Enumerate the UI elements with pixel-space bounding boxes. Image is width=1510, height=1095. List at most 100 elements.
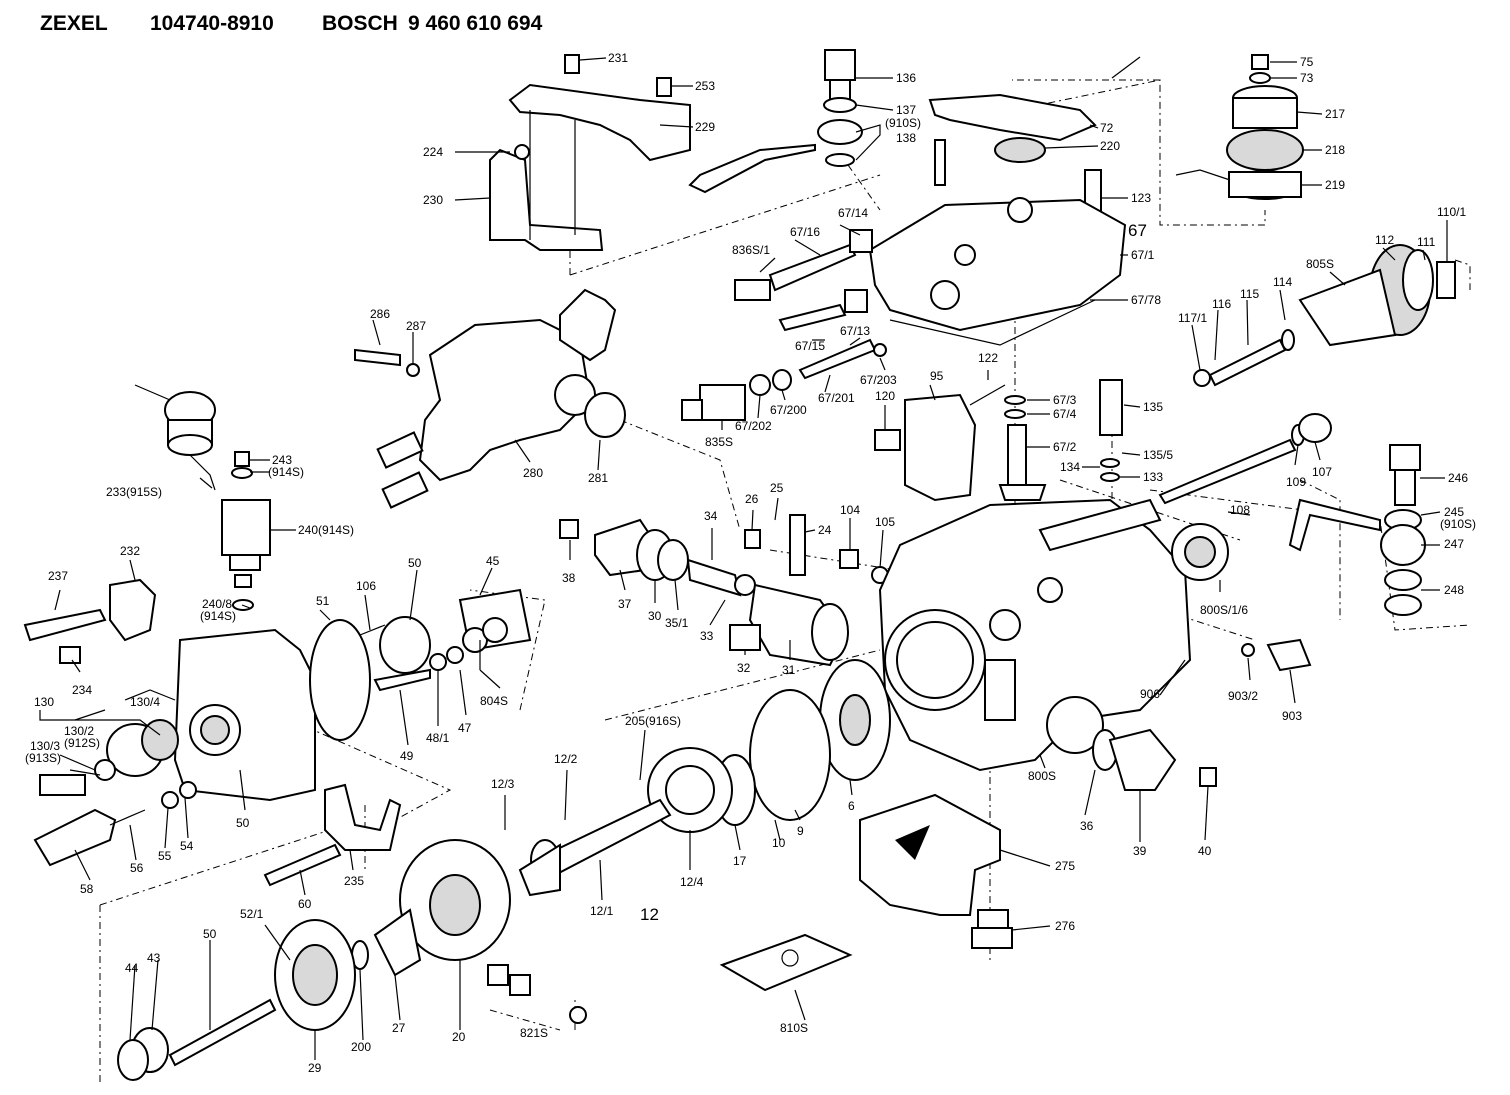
label-51: 51	[316, 594, 330, 608]
label-9: 9	[797, 824, 804, 838]
bosch-part-number: 9 460 610 694	[408, 12, 543, 35]
label-275: 275	[1055, 859, 1075, 873]
label-67-78: 67/78	[1131, 293, 1161, 307]
label-58: 58	[80, 882, 94, 896]
label-67-13: 67/13	[840, 324, 870, 338]
label-281: 281	[588, 471, 608, 485]
label-43: 43	[147, 951, 161, 965]
label-136: 136	[896, 71, 916, 85]
label-29: 29	[308, 1061, 322, 1075]
label-55: 55	[158, 849, 172, 863]
label-73: 73	[1300, 71, 1314, 85]
label-31: 31	[782, 663, 796, 677]
label-114: 114	[1273, 275, 1292, 289]
label-67-16: 67/16	[790, 225, 820, 239]
label-903: 903	[1282, 709, 1302, 723]
label-245-910s: (910S)	[1440, 517, 1476, 531]
label-117-1: 117/1	[1178, 311, 1207, 325]
label-248: 248	[1444, 583, 1464, 597]
label-130-2-912s: (912S)	[64, 736, 100, 750]
label-133: 133	[1143, 470, 1163, 484]
label-237: 237	[48, 569, 68, 583]
label-903-2: 903/2	[1228, 689, 1258, 703]
label-200: 200	[351, 1040, 371, 1054]
label-231: 231	[608, 51, 628, 65]
label-130-2: 130/2	[64, 724, 94, 738]
label-240-914s: 240(914S)	[298, 523, 354, 537]
label-821s: 821S	[520, 1026, 548, 1040]
label-130: 130	[34, 695, 54, 709]
label-130-3-913s: (913S)	[25, 751, 61, 765]
label-12-1: 12/1	[590, 904, 614, 918]
label-95: 95	[930, 369, 944, 383]
brand-bosch: BOSCH	[322, 12, 398, 35]
part-shapes	[23, 49, 1456, 1081]
label-122: 122	[978, 351, 998, 365]
label-108: 108	[1230, 503, 1250, 517]
label-224: 224	[423, 145, 443, 159]
label-835s: 835S	[705, 435, 733, 449]
label-137: 137	[896, 103, 916, 117]
label-836s-1: 836S/1	[732, 243, 770, 257]
label-50-mid: 50	[236, 816, 250, 830]
label-36: 36	[1080, 819, 1094, 833]
label-12: 12	[640, 905, 659, 924]
label-67-201: 67/201	[818, 391, 855, 405]
label-205-916s: 205(916S)	[625, 714, 681, 728]
label-12-4: 12/4	[680, 875, 704, 889]
label-54: 54	[180, 839, 194, 853]
label-233-915s: 233(915S)	[106, 485, 162, 499]
label-10: 10	[772, 836, 786, 850]
label-110-1: 110/1	[1437, 205, 1466, 219]
label-232: 232	[120, 544, 140, 558]
label-20: 20	[452, 1030, 466, 1044]
label-218: 218	[1325, 143, 1345, 157]
label-6: 6	[848, 799, 855, 813]
label-234: 234	[72, 683, 92, 697]
label-134: 134	[1060, 460, 1080, 474]
label-67-1: 67/1	[1131, 248, 1155, 262]
label-52-1: 52/1	[240, 907, 264, 921]
header: ZEXEL 104740-8910 BOSCH 9 460 610 694	[40, 12, 543, 35]
label-120: 120	[875, 389, 895, 403]
label-75: 75	[1300, 55, 1314, 69]
label-805s: 805S	[1306, 257, 1334, 271]
label-247: 247	[1444, 537, 1464, 551]
label-130-4: 130/4	[130, 695, 160, 709]
label-253: 253	[695, 79, 715, 93]
label-67: 67	[1128, 221, 1147, 240]
label-104: 104	[840, 503, 860, 517]
label-50-bottom: 50	[203, 927, 217, 941]
label-30: 30	[648, 609, 662, 623]
label-44: 44	[125, 961, 139, 975]
label-220: 220	[1100, 139, 1120, 153]
label-240-8-914s: (914S)	[200, 609, 236, 623]
label-33: 33	[700, 629, 714, 643]
label-67-2: 67/2	[1053, 440, 1077, 454]
label-37: 37	[618, 597, 632, 611]
label-60: 60	[298, 897, 312, 911]
label-67-14: 67/14	[838, 206, 868, 220]
label-138: 138	[896, 131, 916, 145]
label-243: 243	[272, 453, 292, 467]
label-49: 49	[400, 749, 414, 763]
label-286: 286	[370, 307, 390, 321]
label-47: 47	[458, 721, 472, 735]
label-56: 56	[130, 861, 144, 875]
label-35-1: 35/1	[665, 616, 689, 630]
label-230: 230	[423, 193, 443, 207]
label-219: 219	[1325, 178, 1345, 192]
label-235: 235	[344, 874, 364, 888]
label-123: 123	[1131, 191, 1151, 205]
label-40: 40	[1198, 844, 1212, 858]
zexel-part-number: 104740-8910	[150, 12, 274, 35]
label-39: 39	[1133, 844, 1147, 858]
label-111: 111	[1417, 235, 1436, 249]
label-67-202: 67/202	[735, 419, 772, 433]
label-72: 72	[1100, 121, 1114, 135]
label-112: 112	[1375, 233, 1394, 247]
brand-zexel: ZEXEL	[40, 12, 108, 35]
label-32: 32	[737, 661, 751, 675]
label-45: 45	[486, 554, 500, 568]
